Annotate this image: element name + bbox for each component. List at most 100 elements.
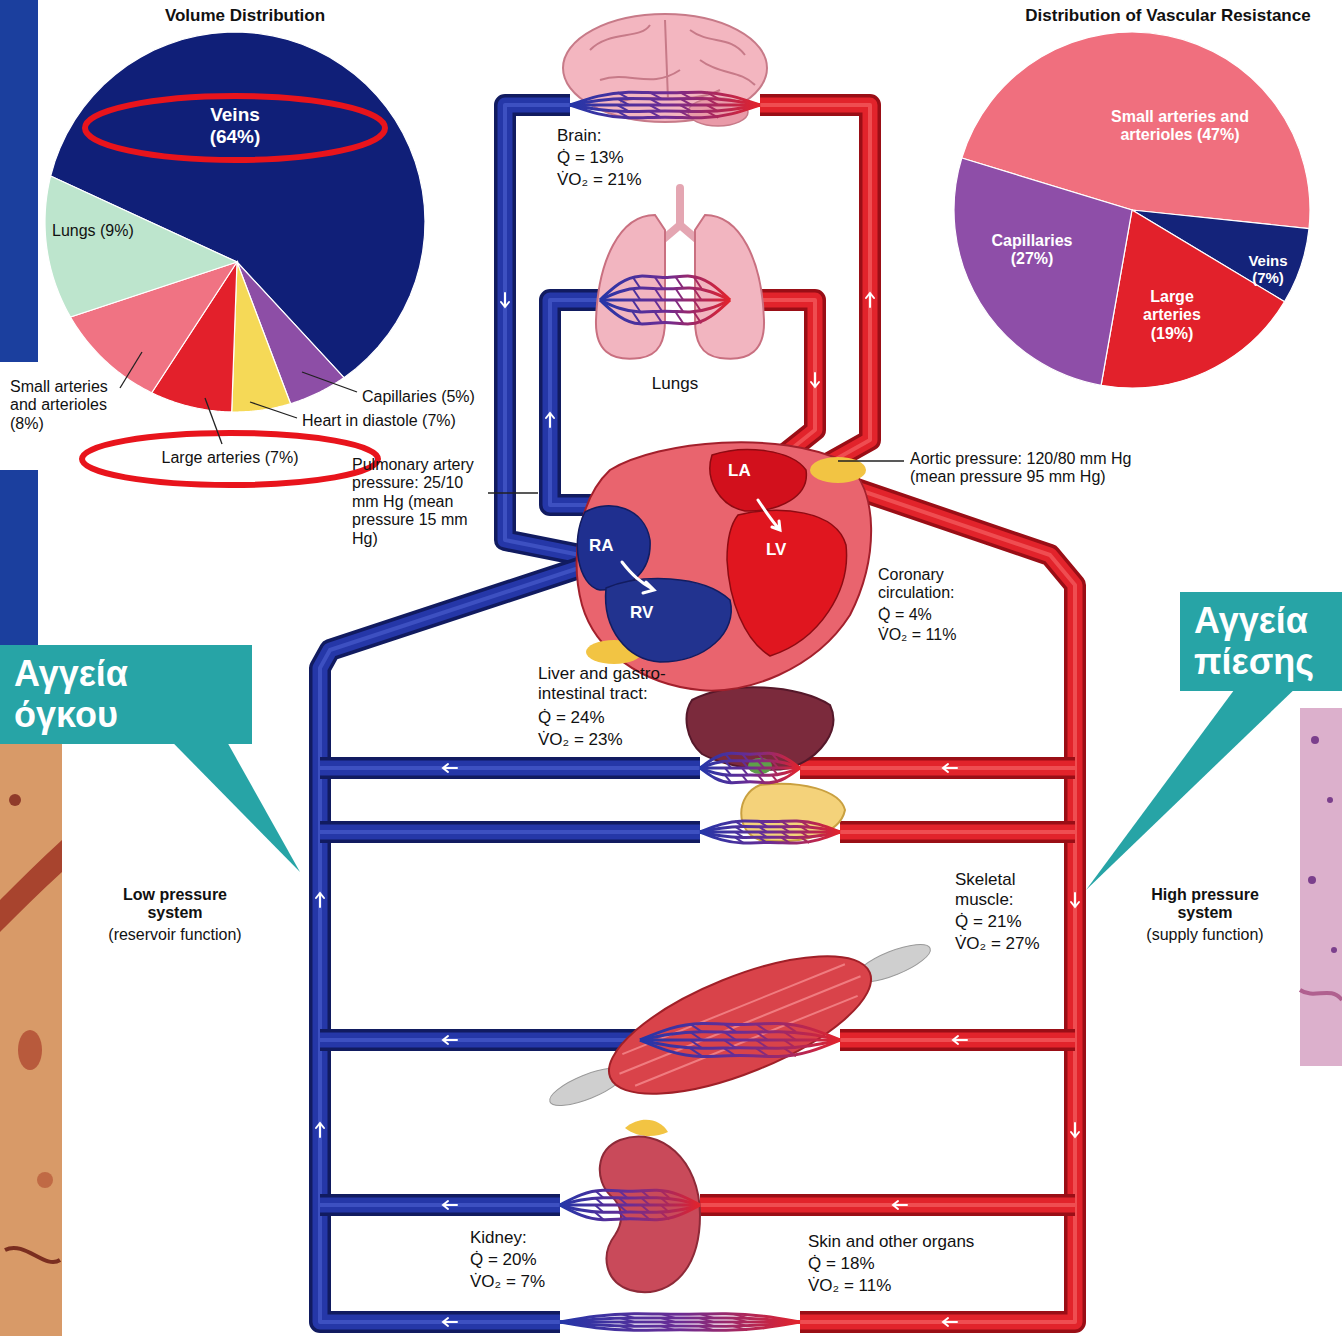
callout-pointer: [1086, 689, 1295, 890]
capillary: [633, 288, 641, 300]
capillary: [758, 761, 764, 768]
capillary: [680, 99, 691, 105]
flow-arrow: [811, 373, 819, 387]
tube-stroke: [700, 1198, 1075, 1213]
vein-tube: [320, 1205, 560, 1206]
tube-stroke: [840, 1029, 1075, 1051]
capillary: [641, 1205, 649, 1212]
capillary: [661, 1326, 675, 1330]
capillary: [620, 1322, 634, 1326]
capillary: [742, 768, 748, 775]
callout-text: Αγγεία πίεσης: [1194, 600, 1328, 683]
chart-title: Volume Distribution: [165, 6, 325, 26]
capillary: [633, 312, 641, 324]
capillary: [759, 821, 767, 826]
flow-value: Q̇ = 4%: [878, 606, 932, 624]
capillary: [620, 1326, 634, 1330]
micrograph-cell: [18, 1030, 42, 1070]
capillary: [725, 775, 731, 782]
vein-tube: [320, 832, 700, 833]
artery-tube: [840, 832, 1075, 833]
capillary: [784, 1024, 796, 1032]
capillary: [801, 837, 809, 842]
organ-label: Lungs: [652, 374, 698, 394]
capillary: [772, 761, 778, 768]
micrograph-cell: [1327, 797, 1333, 803]
capillary: [724, 1032, 736, 1040]
capillary: [661, 1198, 669, 1205]
flow-value: V̇O₂ = 11%: [808, 1276, 891, 1296]
capillary: [801, 832, 809, 837]
capillary: [560, 1190, 700, 1205]
capillary: [620, 1318, 634, 1322]
tube-stroke: [320, 757, 700, 779]
brain-shape: [563, 14, 767, 122]
callout-pointer: [172, 742, 300, 872]
flow-arrow: [953, 1036, 967, 1044]
flow-value: Q̇ = 20%: [470, 1250, 537, 1270]
capillary: [595, 1191, 603, 1198]
capillary: [661, 1205, 669, 1212]
capillary: [784, 1032, 796, 1040]
slice-label: Small arteries and arterioles (8%): [10, 378, 132, 433]
capillary: [640, 1040, 840, 1048]
capillary: [650, 111, 661, 117]
micrograph-cell: [1331, 947, 1337, 953]
flow-arrows: [316, 293, 1079, 1326]
capillary: [661, 1318, 675, 1322]
chamber-label: LA: [728, 461, 751, 481]
capillary-bed: [560, 1314, 800, 1331]
tube-stroke: [700, 1203, 1075, 1207]
flow-arrow: [1071, 893, 1079, 907]
flow-value: Q̇ = 24%: [538, 708, 605, 728]
flow-value: V̇O₂ = 27%: [955, 934, 1040, 954]
micrograph: [0, 742, 62, 1336]
slide-background: [0, 470, 38, 646]
capillary: [772, 754, 778, 761]
right-atrium: [577, 506, 650, 590]
organs: [532, 14, 948, 1292]
capillary: [560, 1205, 700, 1212]
capillary: [675, 288, 683, 300]
slice-label: Capillaries (27%): [977, 232, 1087, 269]
capillary: [675, 300, 683, 312]
capillary: [675, 277, 683, 289]
capillary: [724, 1048, 736, 1056]
slice-label: Capillaries (5%): [362, 388, 475, 406]
capillary: [619, 1191, 627, 1198]
capillary: [690, 1048, 702, 1056]
highlight-ellipse: [85, 96, 385, 160]
capillary: [735, 821, 743, 826]
organ-label: Coronary circulation:: [878, 566, 988, 603]
flow-arrow: [443, 1318, 457, 1326]
tube-stroke: [320, 766, 700, 770]
capillary: [756, 1048, 768, 1056]
capillary: [661, 1322, 675, 1326]
capillary: [680, 92, 691, 98]
tube-stroke: [320, 1198, 560, 1213]
capillary: [758, 768, 764, 775]
lungs-slice: [45, 176, 237, 317]
capillary: [600, 300, 730, 312]
adrenal-gland: [625, 1120, 668, 1136]
capillary: [724, 1040, 736, 1048]
capillary: [680, 111, 691, 117]
capillary: [700, 761, 800, 768]
leader-line: [302, 372, 357, 392]
flow-value: V̇O₂ = 21%: [557, 170, 642, 190]
tube-stroke: [840, 1033, 1075, 1048]
organ-label: Skin and other organs: [808, 1232, 974, 1252]
capillary: [600, 288, 730, 300]
capillary: [560, 1314, 800, 1322]
tube-stroke: [320, 1203, 560, 1207]
tube-stroke: [800, 766, 1075, 770]
muscle-belly: [592, 928, 888, 1122]
artery-tube: [800, 768, 1075, 769]
micrograph-fiber: [5, 1248, 60, 1262]
capillary: [655, 277, 663, 289]
capillary: [655, 300, 663, 312]
capillary: [772, 775, 778, 782]
lung-shape: [596, 215, 665, 359]
heart: [577, 442, 871, 690]
